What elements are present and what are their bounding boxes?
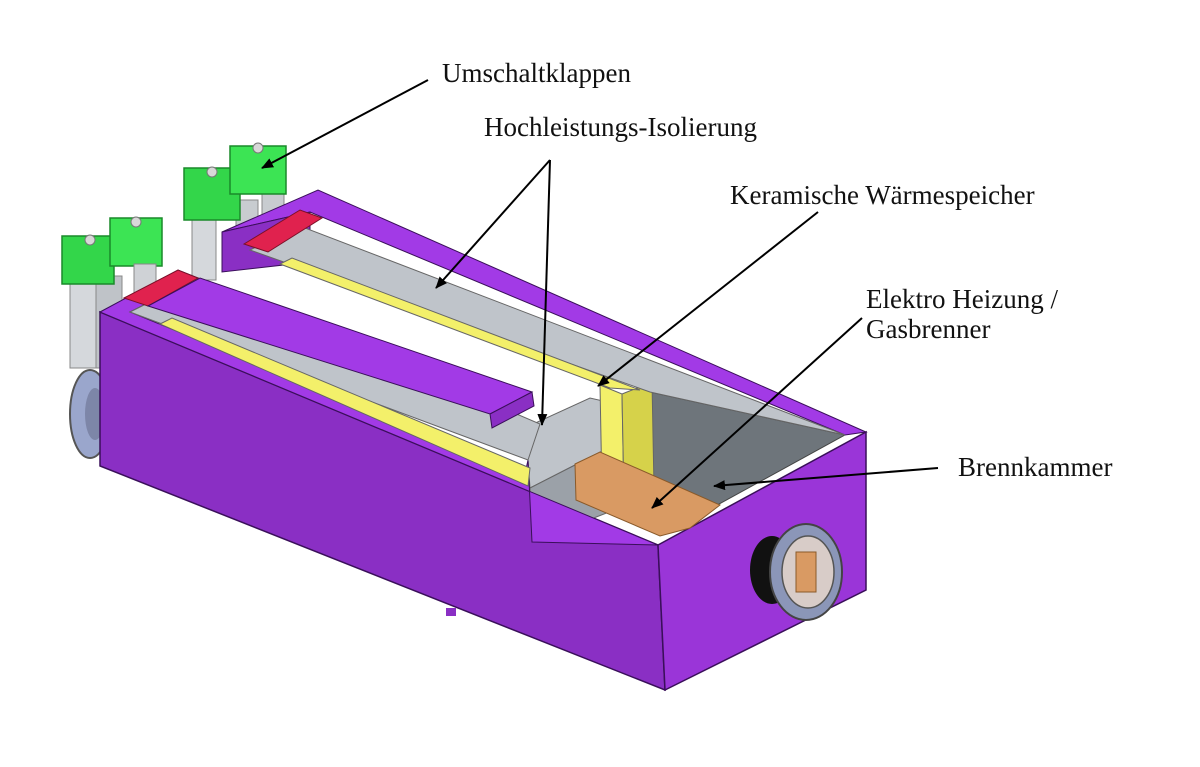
label-brennkammer: Brennkammer	[958, 452, 1113, 482]
back-channel-storage	[278, 257, 641, 391]
leader-lines	[261, 79, 939, 509]
back-channel-seal	[242, 209, 324, 253]
front-channel-seal	[122, 269, 200, 307]
label-hochleistungs-isolierung: Hochleistungs-Isolierung	[484, 112, 757, 142]
label-elektro-heizung-line2: Gasbrenner	[866, 314, 991, 345]
arrow-heizung	[651, 317, 863, 509]
label-keramische-waermespeicher: Keramische Wärmespeicher	[730, 180, 1035, 210]
label-elektro-heizung-line1: Elektro Heizung /	[866, 284, 1058, 314]
arrow-isolierung-2	[537, 159, 551, 426]
label-umschaltklappen: Umschaltklappen	[442, 58, 631, 88]
arrow-waermespeicher	[597, 211, 819, 387]
right-flange	[750, 523, 843, 621]
front-channel-storage	[158, 317, 531, 487]
label-elektro-heizung: Elektro Heizung / Gasbrenner	[866, 284, 1058, 344]
arrow-brennkammer	[713, 467, 939, 491]
drain-marker	[446, 608, 456, 616]
valve-assembly-right	[183, 142, 287, 281]
arrow-umschaltklappen	[261, 79, 429, 169]
burner	[574, 451, 721, 537]
arrow-isolierung-1	[435, 159, 551, 289]
